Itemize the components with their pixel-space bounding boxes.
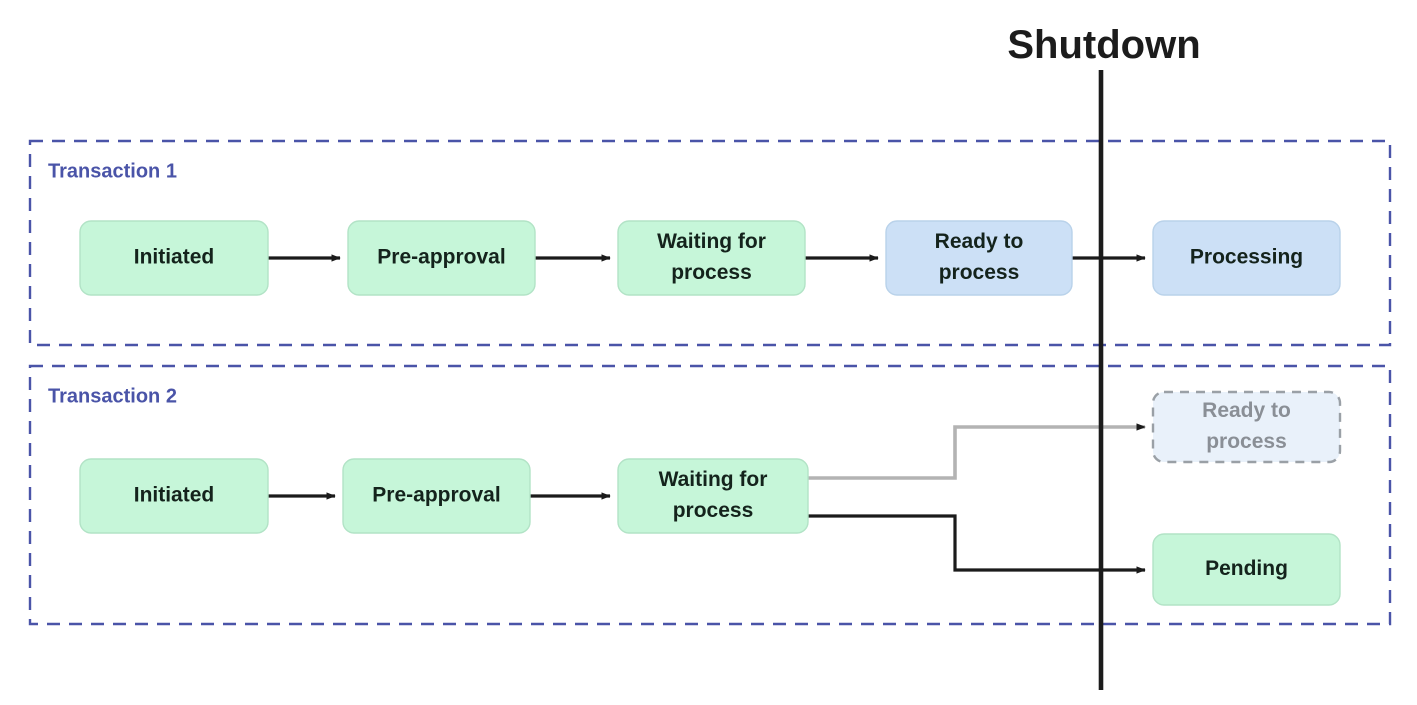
- node-label-line: Initiated: [134, 246, 215, 269]
- node-box[interactable]: [79, 458, 269, 534]
- node-label-line: Ready to: [935, 230, 1024, 253]
- node-label-line: process: [939, 261, 1020, 284]
- transaction-group-2: Transaction 2: [28, 364, 1392, 626]
- node-box[interactable]: [617, 220, 806, 296]
- transaction-group-border: [28, 364, 1392, 626]
- transaction-groups-layer: Transaction 1 Transaction 2: [28, 139, 1392, 626]
- node-box[interactable]: [347, 220, 536, 296]
- node-pre-approval-t1[interactable]: Pre-approval: [347, 220, 536, 296]
- node-box[interactable]: [342, 458, 531, 534]
- node-label-line: Initiated: [134, 484, 215, 507]
- node-processing-t1[interactable]: Processing: [1152, 220, 1341, 296]
- node-box[interactable]: [617, 458, 809, 534]
- node-waiting-for-process-t1[interactable]: Waiting for process: [617, 220, 806, 296]
- node-label-line: Pre-approval: [377, 246, 505, 269]
- edge-waiting-to-pending-t2: [808, 514, 1146, 574]
- transaction-group-1: Transaction 1: [28, 139, 1392, 347]
- node-label-line: Pre-approval: [372, 484, 500, 507]
- node-pre-approval-t2[interactable]: Pre-approval: [342, 458, 531, 534]
- node-initiated-t1[interactable]: Initiated: [79, 220, 269, 296]
- node-ready-to-process-t2-unreached[interactable]: Ready to process: [1151, 390, 1342, 464]
- node-waiting-for-process-t2[interactable]: Waiting for process: [617, 458, 809, 534]
- title-layer: Shutdown: [1007, 23, 1200, 67]
- node-initiated-t2[interactable]: Initiated: [79, 458, 269, 534]
- node-box[interactable]: [1152, 220, 1341, 296]
- node-pending-t2[interactable]: Pending: [1152, 533, 1341, 606]
- transaction-group-border: [28, 139, 1392, 347]
- node-label-line: Ready to: [1202, 399, 1291, 422]
- node-label-line: Waiting for: [659, 468, 768, 491]
- node-box[interactable]: [885, 220, 1073, 296]
- edge-waiting-to-ready-ghost-t2: [808, 423, 1146, 480]
- node-label-line: process: [671, 261, 752, 284]
- transaction-group-label: Transaction 1: [48, 160, 177, 182]
- node-label-line: Waiting for: [657, 230, 766, 253]
- node-box[interactable]: [79, 220, 269, 296]
- node-label-line: Processing: [1190, 246, 1303, 269]
- edges-layer: [268, 254, 1146, 574]
- node-label-line: process: [1206, 430, 1287, 453]
- node-label-line: Pending: [1205, 557, 1288, 580]
- node-ready-to-process-t1[interactable]: Ready to process: [885, 220, 1073, 296]
- transaction-group-label: Transaction 2: [48, 385, 177, 407]
- shutdown-title: Shutdown: [1007, 23, 1200, 67]
- node-box[interactable]: [1152, 533, 1341, 606]
- node-box[interactable]: [1151, 390, 1342, 464]
- node-label-line: process: [673, 499, 754, 522]
